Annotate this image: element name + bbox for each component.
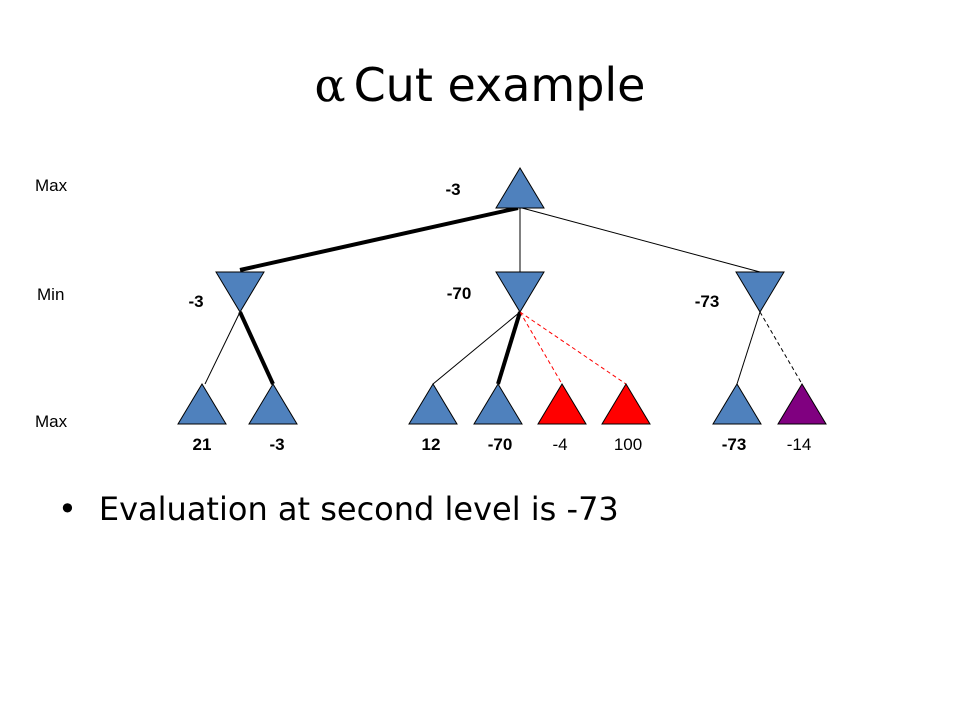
leaf-node-2 [248,383,298,425]
edge-min1-leaf1 [204,311,241,385]
edge-root-min3 [521,207,761,273]
bullet-item: • Evaluation at second level is -73 [58,490,619,528]
leaf-node-1 [177,383,227,425]
bullet-dot: • [58,490,77,528]
leaf-node-4 [473,383,523,425]
leaf-3-value: 12 [421,435,441,454]
edge-min1-leaf2 [238,311,275,385]
edge-min2-leaf4 [496,311,522,385]
bullet-text: Evaluation at second level is -73 [98,490,619,528]
leaf-node-7 [712,383,762,425]
leaf-1-value: 21 [192,435,212,454]
level-label-max-bottom: Max [35,412,68,431]
edge-min2-leaf3 [432,311,521,385]
edge-min2-leaf6-cut [519,311,627,385]
leaf-node-8-pruned [777,383,827,425]
leaf-5-value: -4 [552,435,568,454]
edge-min2-leaf5-cut [519,311,563,385]
min-node-2-value: -70 [446,284,472,303]
leaf-node-6-cut [601,383,651,425]
root-value: -3 [445,180,461,199]
min-node-1 [215,271,265,313]
min-node-2 [495,271,545,313]
min-node-3-value: -73 [694,292,720,311]
min-node-1-value: -3 [188,292,204,311]
leaf-2-value: -3 [269,435,285,454]
leaf-8-value: -14 [786,435,812,454]
root-max-node [495,167,545,209]
alpha-symbol: α [314,58,346,112]
edge-min3-leaf8-cut [759,311,803,385]
leaf-node-5-cut [537,383,587,425]
level-label-min: Min [37,285,65,304]
min-node-3 [735,271,785,313]
level-label-max-top: Max [35,176,68,195]
leaf-6-value: 100 [613,435,643,454]
leaf-4-value: -70 [487,435,513,454]
edge-root-min1 [239,206,519,272]
title-text: Cut example [353,58,646,112]
edge-min3-leaf7 [736,311,761,385]
leaf-7-value: -73 [721,435,747,454]
leaf-node-3 [408,383,458,425]
